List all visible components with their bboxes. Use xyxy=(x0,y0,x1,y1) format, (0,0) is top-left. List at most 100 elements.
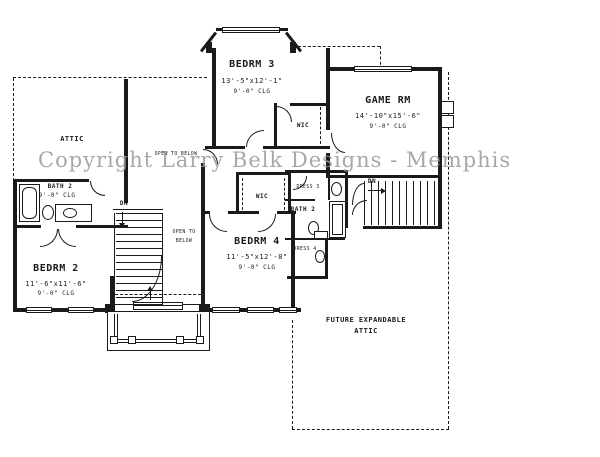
ceiling-label-bedrm3: 9'-0" CLG xyxy=(233,88,271,95)
wall xyxy=(285,199,315,201)
portico-line xyxy=(114,314,115,339)
portico-rail xyxy=(110,342,204,343)
wall xyxy=(110,276,114,312)
wall xyxy=(206,42,212,53)
stairs-treads xyxy=(364,181,438,225)
room-label-bedrm3: BEDRM 3 xyxy=(229,59,275,70)
door-swing xyxy=(258,214,276,232)
dims-label-bedrm4: 11'-5"x12'-8" xyxy=(226,253,288,261)
wall xyxy=(76,225,128,228)
stair-stringer xyxy=(114,213,115,305)
future-attic-dashed-left xyxy=(292,320,293,429)
attic-access-arrow-icon xyxy=(147,286,153,291)
room-label-dress4: DRESS 4 xyxy=(293,245,317,252)
column xyxy=(128,336,136,344)
bathtub-inner xyxy=(22,187,37,219)
closet-shelf xyxy=(320,107,321,144)
wall xyxy=(438,67,442,229)
wall xyxy=(326,153,330,178)
wall xyxy=(288,172,291,214)
wall xyxy=(13,308,114,312)
window xyxy=(247,307,274,313)
wall xyxy=(199,304,210,313)
window xyxy=(26,307,52,313)
room-label-wic-bedrm3: WIC xyxy=(296,122,310,129)
wall xyxy=(236,172,291,175)
wall xyxy=(124,79,128,203)
wall xyxy=(236,172,239,214)
dims-label-bedrm3: 13'-5"x12'-1" xyxy=(221,77,283,85)
dims-label-bedrm2: 11'-6"x11'-6" xyxy=(25,280,87,288)
door-swing xyxy=(40,229,58,247)
down-label-right-stairs: DN xyxy=(367,178,377,185)
door-swing xyxy=(276,106,292,122)
toilet xyxy=(308,221,319,235)
down-arrow-line xyxy=(368,190,381,191)
future-attic-dashed-top xyxy=(298,46,380,47)
sink xyxy=(63,208,77,218)
window xyxy=(441,101,454,114)
door-swing xyxy=(209,214,227,232)
wall xyxy=(13,179,89,182)
wall xyxy=(212,48,216,148)
future-attic-dashed-corner xyxy=(380,46,381,70)
stair-nosing xyxy=(113,209,163,210)
portico-line xyxy=(197,314,198,339)
closet-shelf xyxy=(242,178,243,210)
portico-rail xyxy=(110,339,204,340)
down-arrow-icon xyxy=(381,188,386,194)
wall xyxy=(228,211,259,214)
window xyxy=(441,115,454,128)
future-attic-label-line1: FUTURE EXPANDABLE xyxy=(325,316,407,324)
ceiling-label-bedrm4: 9'-0" CLG xyxy=(238,264,276,271)
portico-line xyxy=(200,314,201,339)
wall xyxy=(277,211,296,214)
copyright-watermark: Copyright Larry Belk Designs - Memphis xyxy=(38,148,512,172)
column xyxy=(176,336,184,344)
room-label-game-rm: GAME RM xyxy=(365,95,411,106)
window xyxy=(212,307,240,313)
wall xyxy=(328,172,330,200)
door-swing xyxy=(58,229,76,247)
room-label-bedrm2: BEDRM 2 xyxy=(33,263,79,274)
room-label-bedrm4: BEDRM 4 xyxy=(234,236,280,247)
room-label-dress3: DRESS 3 xyxy=(296,183,320,190)
closet-shelf xyxy=(284,178,285,210)
down-label-left-stairs: DN xyxy=(119,200,129,207)
attic-access-arrow-line xyxy=(150,290,151,300)
future-attic-label-line2: ATTIC xyxy=(354,327,378,335)
door-swing xyxy=(90,181,105,196)
wall xyxy=(291,211,295,312)
column xyxy=(196,336,204,344)
future-attic-dashed-bottom xyxy=(292,429,449,430)
down-arrow-line xyxy=(122,212,123,223)
open-to-below-stairs-label-line1: OPEN TO xyxy=(172,228,196,235)
open-to-below-stairs-label-line2: BELOW xyxy=(175,237,193,244)
ceiling-label-bedrm2: 9'-0" CLG xyxy=(37,290,75,297)
room-label-wic-bedrm4: WIC xyxy=(255,193,269,200)
toilet xyxy=(42,205,54,220)
window xyxy=(222,27,280,33)
vanity-counter xyxy=(314,231,328,239)
stair-stringer xyxy=(162,213,163,305)
open-to-below-upper-label: OPEN TO BELOW xyxy=(154,150,198,157)
door-swing xyxy=(246,130,264,147)
wall xyxy=(263,146,330,149)
wall xyxy=(205,146,245,149)
room-label-bath2: BATH 2 xyxy=(47,183,73,190)
wall xyxy=(290,42,296,53)
dims-label-game-rm: 14'-10"x15'-6" xyxy=(354,112,422,120)
attic-dashed-top xyxy=(13,77,207,78)
wall xyxy=(325,240,328,278)
future-attic-dashed-right xyxy=(448,72,449,429)
toilet xyxy=(315,250,325,263)
window xyxy=(354,66,412,72)
portico-outline xyxy=(107,311,210,351)
wall xyxy=(326,48,330,130)
wall xyxy=(216,28,224,31)
toilet xyxy=(331,182,342,196)
attic-dashed-left xyxy=(13,78,14,181)
wall xyxy=(201,163,205,308)
ceiling-label-game-rm: 9'-0" CLG xyxy=(369,123,407,130)
